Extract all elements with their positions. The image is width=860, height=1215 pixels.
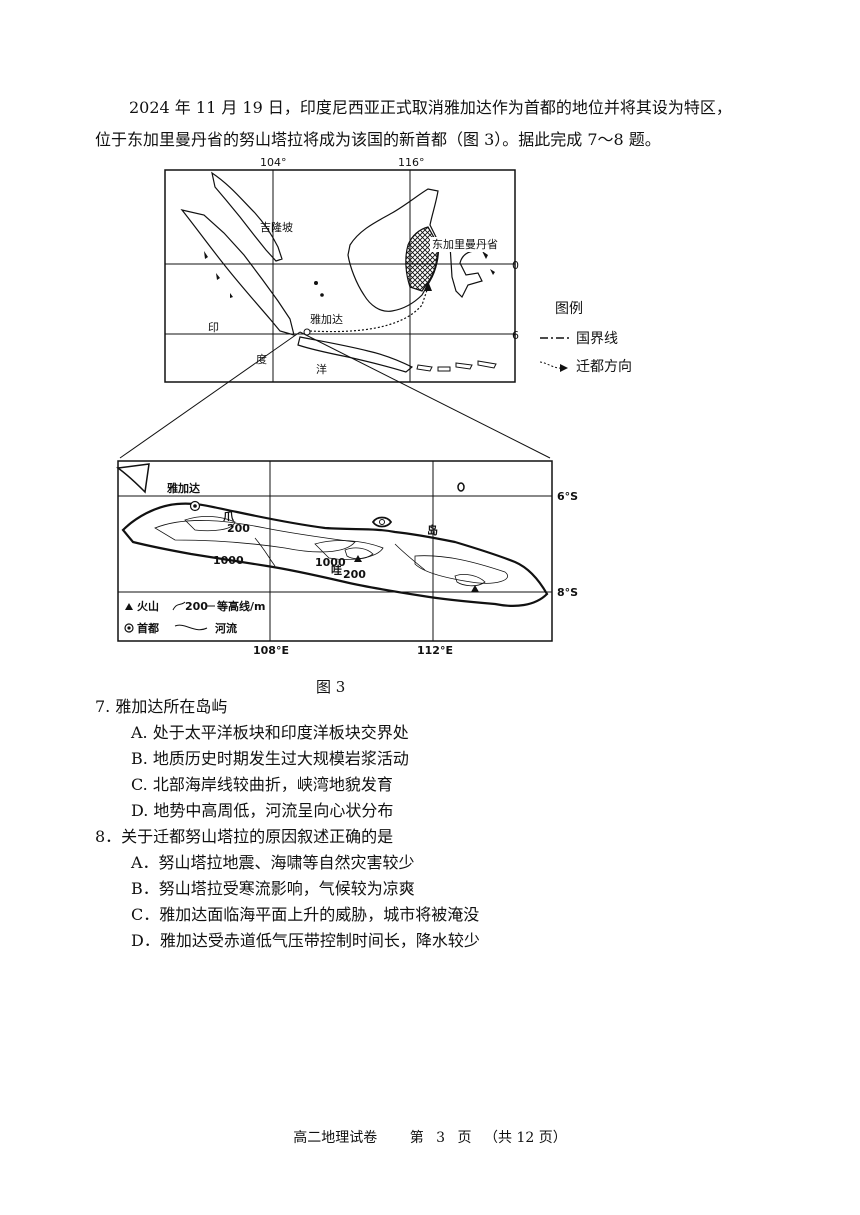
contour-east <box>414 555 508 584</box>
intro-line-2: 位于东加里曼丹省的努山塔拉将成为该国的新首都（图 3）。据此完成 7～8 题。 <box>95 130 661 149</box>
islet-north-east <box>457 482 465 492</box>
question-7-stem: 7. 雅加达所在岛屿 <box>95 697 228 716</box>
river-1 <box>254 537 276 567</box>
question-8-option-a: A．努山塔拉地震、海啸等自然灾害较少 <box>131 853 415 872</box>
figure-caption: 图 3 <box>316 678 346 696</box>
java-label-island-1: 爪 <box>223 510 235 523</box>
label-jakarta: 雅加达 <box>310 312 343 326</box>
islet-1 <box>314 281 318 285</box>
legend-relocation-row: 迁都方向 <box>540 356 632 376</box>
islet-2 <box>320 293 324 297</box>
relocation-arrow-icon <box>540 361 568 372</box>
relocation-arrowhead <box>424 281 432 291</box>
southeast-asia-map: 104° 116° 0° 6° 吉隆坡 东加里曼丹省 雅加达 印 度 洋 <box>164 156 520 383</box>
legend-capital-label: 首都 <box>137 621 159 635</box>
contour-label-1: 200 <box>227 522 250 535</box>
map-frame <box>164 169 516 383</box>
intro-line-1: 2024 年 11 月 19 日，印度尼西亚正式取消雅加达作为首都的地位并将其设… <box>129 98 732 117</box>
label-ocean-1: 印 <box>208 321 219 334</box>
java-label-island-3: 岛 <box>427 523 438 537</box>
border-line-icon <box>540 337 570 339</box>
small-islands-east <box>482 251 495 275</box>
page-footer: 高二地理试卷 第 3 页 （共 12 页） <box>0 1127 860 1147</box>
lon-label-108e: 108°E <box>253 644 289 657</box>
lat-label-6: 6° <box>512 329 520 342</box>
capital-marker-dot <box>193 504 197 508</box>
java-outline <box>297 336 414 373</box>
legend-relocation-label: 迁都方向 <box>576 359 632 375</box>
legend-contour-icon <box>172 601 186 611</box>
java-detail-map: 雅加达 爪 哇 岛 200 1000 1000 200 6°S 8°S 108°… <box>116 460 578 657</box>
footer-page-number: 3 <box>436 1130 446 1146</box>
sumatra-outline <box>180 209 295 336</box>
volcano-marker-1 <box>354 555 362 562</box>
legend-title: 图例 <box>555 301 583 317</box>
lat-label-0: 0° <box>512 259 520 272</box>
question-7-option-c: C. 北部海岸线较曲折，峡湾地貌发育 <box>131 775 393 794</box>
mentawai-islands <box>204 251 233 298</box>
question-7-option-b: B. 地质历史时期发生过大规模岩浆活动 <box>131 749 409 768</box>
contour-label-4: 200 <box>343 568 366 581</box>
footer-total-pages: （共 12 页） <box>484 1130 567 1146</box>
label-ocean-3: 洋 <box>316 362 327 376</box>
legend-border-label: 国界线 <box>576 331 618 347</box>
contour-west-inner <box>184 516 236 532</box>
legend-contour-label: 等高线/m <box>216 599 265 613</box>
java-legend-bg <box>119 596 269 640</box>
legend-volcano-label: 火山 <box>137 599 159 613</box>
legend-river-label: 河流 <box>215 621 237 635</box>
footer-subject: 高二地理试卷 <box>293 1130 378 1146</box>
contour-label-2: 1000 <box>213 554 244 567</box>
label-east-kalimantan: 东加里曼丹省 <box>432 238 498 251</box>
lon-label-104: 104° <box>260 156 287 169</box>
java-label-island-2: 哇 <box>331 563 342 577</box>
question-7-option-a: A. 处于太平洋板块和印度洋板块交界处 <box>131 723 409 742</box>
contour-central <box>314 540 384 560</box>
east-kalimantan-region <box>405 226 438 292</box>
java-map-frame <box>117 460 553 642</box>
nusa-tenggara-islands <box>416 360 497 372</box>
label-kuala-lumpur: 吉隆坡 <box>260 220 293 234</box>
legend-contour-sample: 200 <box>185 600 208 613</box>
zoom-lines <box>119 331 551 459</box>
legend-river-icon <box>174 624 208 631</box>
legend-border-row: 国界线 <box>540 328 618 348</box>
legend-volcano-icon <box>125 603 133 610</box>
malay-peninsula-outline <box>211 171 283 262</box>
footer-page-suffix: 页 <box>457 1130 472 1146</box>
volcano-marker-2 <box>471 585 479 592</box>
footer-page-prefix: 第 <box>409 1130 424 1146</box>
river-2 <box>394 543 426 571</box>
question-8-stem: 8．关于迁都努山塔拉的原因叙述正确的是 <box>95 827 394 846</box>
lon-label-112e: 112°E <box>417 644 453 657</box>
legend-capital-dot <box>127 626 131 630</box>
questions-block: 7. 雅加达所在岛屿 A. 处于太平洋板块和印度洋板块交界处 B. 地质历史时期… <box>95 694 775 954</box>
sumatra-tip <box>116 463 150 494</box>
small-island-inner <box>379 519 385 525</box>
intro-paragraph: 2024 年 11 月 19 日，印度尼西亚正式取消雅加达作为首都的地位并将其设… <box>95 92 775 156</box>
lon-label-116: 116° <box>398 156 425 169</box>
contour-west <box>154 520 356 553</box>
java-island-outline <box>121 502 549 607</box>
contour-east-inner <box>454 574 486 587</box>
question-8-option-c: C．雅加达面临海平面上升的威胁，城市将被淹没 <box>131 905 480 924</box>
question-8-option-d: D．雅加达受赤道低气压带控制时间长，降水较少 <box>131 931 480 950</box>
contour-central-inner <box>344 547 374 560</box>
lat-label-8s: 8°S <box>557 586 578 599</box>
label-bg <box>430 237 504 252</box>
small-island-north <box>371 516 393 528</box>
java-label-jakarta: 雅加达 <box>167 481 200 495</box>
lat-label-6s: 6°S <box>557 490 578 503</box>
contour-label-3: 1000 <box>315 556 346 569</box>
question-7-option-d: D. 地势中高周低，河流呈向心状分布 <box>131 801 394 820</box>
question-8-option-b: B．努山塔拉受寒流影响，气候较为凉爽 <box>131 879 415 898</box>
